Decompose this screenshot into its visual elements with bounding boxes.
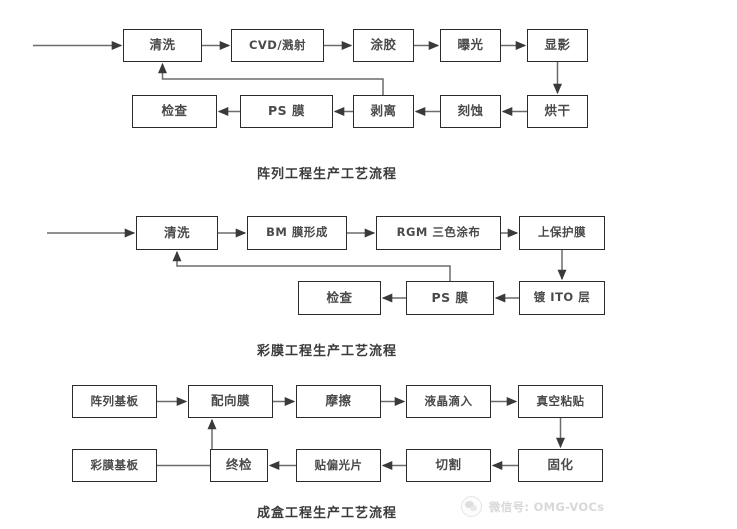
node-label: 刻蚀 <box>457 103 484 119</box>
node-label: 彩膜基板 <box>90 457 139 472</box>
node-lc-dropping[interactable]: 液晶滴入 <box>406 385 491 418</box>
node-label: 显影 <box>544 37 571 53</box>
node-label: 阵列基板 <box>90 393 139 408</box>
node-label: 上保护膜 <box>538 225 586 240</box>
node-coating[interactable]: 涂胶 <box>353 29 414 62</box>
node-etch[interactable]: 刻蚀 <box>440 95 501 128</box>
node-inspect-cf[interactable]: 检查 <box>298 281 381 315</box>
node-rubbing[interactable]: 摩擦 <box>296 385 381 418</box>
node-final-inspect[interactable]: 终检 <box>210 449 268 482</box>
node-protective-film[interactable]: 上保护膜 <box>519 216 605 250</box>
node-label: 真空粘贴 <box>536 393 585 408</box>
edge-caimo-to-peixiang <box>157 418 217 467</box>
node-label: 固化 <box>547 457 574 473</box>
watermark-text: 微信号: OMG-VOCs <box>489 499 605 514</box>
caption-array-process: 阵列工程生产工艺流程 <box>257 167 398 182</box>
node-inspect-array[interactable]: 检查 <box>132 95 217 128</box>
node-label: 摩擦 <box>325 393 352 409</box>
node-label: 切割 <box>435 457 462 473</box>
node-label: PS 膜 <box>431 289 469 305</box>
node-label: 终检 <box>225 457 252 473</box>
node-label: 清洗 <box>163 224 190 240</box>
node-label: 涂胶 <box>370 37 397 53</box>
node-rgm-tricolor-coat[interactable]: RGM 三色涂布 <box>376 216 501 250</box>
node-label: CVD/溅射 <box>248 37 307 52</box>
wechat-badge-icon <box>461 496 482 517</box>
node-ps-film-cf[interactable]: PS 膜 <box>406 281 494 315</box>
edge-boli-feedback-to-qingxi <box>158 62 384 95</box>
node-label: BM 膜形成 <box>266 225 328 240</box>
caption-color-filter-process: 彩膜工程生产工艺流程 <box>257 344 398 359</box>
node-label: PS 膜 <box>267 103 306 119</box>
node-ito-plating[interactable]: 镀 ITO 层 <box>519 281 605 315</box>
node-label: 烘干 <box>544 103 571 119</box>
node-curing[interactable]: 固化 <box>518 449 603 482</box>
node-bake[interactable]: 烘干 <box>527 95 588 128</box>
node-label: 检查 <box>326 289 353 305</box>
node-bm-film-form[interactable]: BM 膜形成 <box>247 216 347 250</box>
watermark: 微信号: OMG-VOCs <box>461 496 604 517</box>
node-develop[interactable]: 显影 <box>527 29 588 62</box>
node-label: 贴偏光片 <box>314 457 363 472</box>
node-label: 配向膜 <box>210 393 250 409</box>
edge-psmo-feedback-to-qingxi <box>172 250 451 281</box>
node-qingxi-cf[interactable]: 清洗 <box>136 216 218 250</box>
node-label: 曝光 <box>457 37 484 53</box>
node-label: 清洗 <box>149 37 176 53</box>
node-label: RGM 三色涂布 <box>396 225 481 240</box>
node-alignment-film[interactable]: 配向膜 <box>188 385 273 418</box>
node-cvd-sputter[interactable]: CVD/溅射 <box>231 29 324 62</box>
node-label: 剥离 <box>370 103 397 119</box>
node-cutting[interactable]: 切割 <box>406 449 491 482</box>
node-label: 检查 <box>161 103 188 119</box>
node-qingxi-array[interactable]: 清洗 <box>123 29 202 62</box>
node-exposure[interactable]: 曝光 <box>440 29 501 62</box>
node-array-substrate[interactable]: 阵列基板 <box>72 385 157 418</box>
node-strip[interactable]: 剥离 <box>353 95 414 128</box>
caption-cell-process: 成盒工程生产工艺流程 <box>257 506 398 521</box>
node-label: 液晶滴入 <box>424 393 473 408</box>
node-ps-film-array[interactable]: PS 膜 <box>240 95 333 128</box>
node-label: 镀 ITO 层 <box>533 290 591 305</box>
node-cf-substrate[interactable]: 彩膜基板 <box>72 449 157 482</box>
node-vacuum-bonding[interactable]: 真空粘贴 <box>518 385 603 418</box>
node-polarizer-attach[interactable]: 贴偏光片 <box>296 449 381 482</box>
